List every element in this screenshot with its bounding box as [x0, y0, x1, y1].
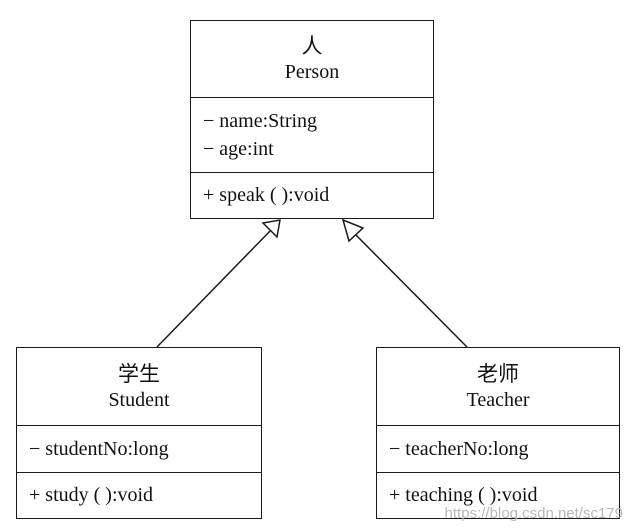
class-name-section: 老师 Teacher — [377, 348, 619, 425]
attribute-age: − age:int — [203, 138, 274, 160]
attribute-name: − name:String — [203, 110, 318, 132]
attribute-teacherno: − teacherNo:long — [389, 438, 529, 460]
attributes-section: − teacherNo:long — [377, 425, 619, 472]
methods-section: + teaching ( ):void — [377, 472, 619, 517]
hollow-triangle-arrow-icon — [261, 219, 281, 239]
attributes-section: − studentNo:long — [17, 425, 261, 472]
class-name-chinese: 老师 — [477, 361, 519, 386]
watermark-url: https://blog.csdn.net/sc179 — [444, 505, 623, 522]
class-name-section: 人 Person — [191, 21, 433, 97]
class-name-english: Person — [284, 61, 340, 83]
class-person[interactable]: 人 Person − name:String − age:int + speak… — [190, 20, 434, 219]
generalization-student-person — [156, 219, 281, 348]
inheritance-line-teacher — [350, 229, 468, 348]
method-study: + study ( ):void — [29, 484, 154, 506]
attribute-studentno: − studentNo:long — [29, 438, 169, 460]
methods-section: + speak ( ):void — [191, 172, 433, 217]
method-teaching: + teaching ( ):void — [389, 484, 538, 506]
inheritance-line-student — [156, 228, 273, 348]
class-name-chinese: 人 — [301, 34, 323, 58]
class-name-english: Teacher — [466, 388, 530, 411]
methods-section: + study ( ):void — [17, 472, 261, 517]
class-name-chinese: 学生 — [118, 361, 160, 386]
generalization-teacher-person — [341, 218, 468, 348]
class-name-english: Student — [108, 388, 170, 411]
hollow-triangle-arrow-icon — [341, 218, 365, 243]
class-student[interactable]: 学生 Student − studentNo:long + study ( ):… — [16, 347, 262, 519]
method-speak: + speak ( ):void — [203, 184, 330, 206]
class-name-section: 学生 Student — [17, 348, 261, 425]
class-teacher[interactable]: 老师 Teacher − teacherNo:long + teaching (… — [376, 347, 620, 519]
attributes-section: − name:String − age:int — [191, 97, 433, 172]
